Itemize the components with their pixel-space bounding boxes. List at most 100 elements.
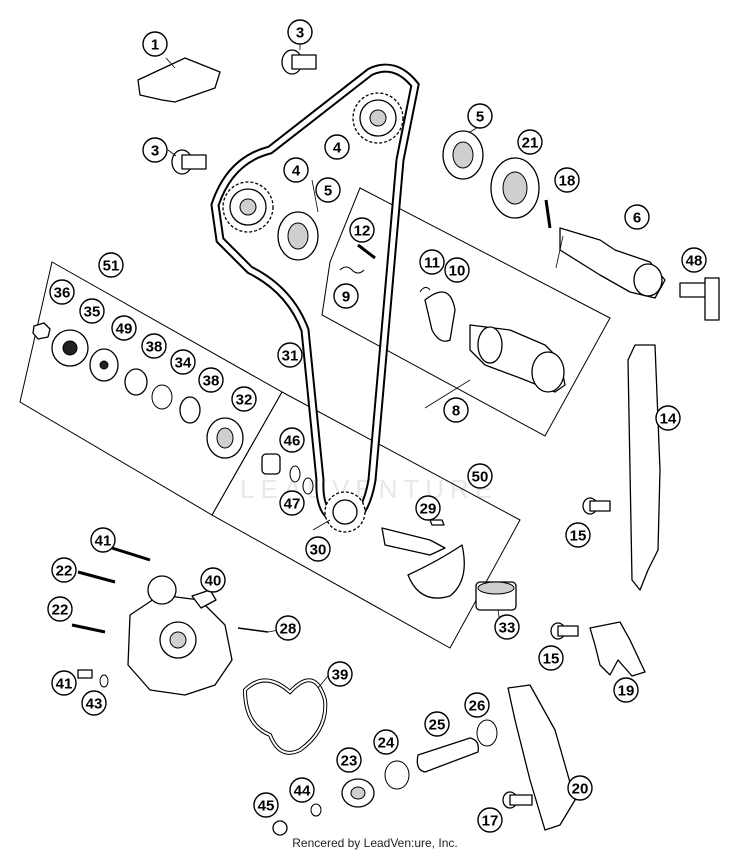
callout-circle <box>443 397 469 423</box>
callout-number: 38 <box>146 339 163 356</box>
callout-32: 32 <box>231 386 257 412</box>
callout-circle <box>424 711 450 737</box>
pin-12 <box>357 243 376 260</box>
callout-number: 6 <box>633 210 641 227</box>
callout-number: 40 <box>205 573 222 590</box>
callout-number: 34 <box>175 355 192 372</box>
callout-41: 41 <box>90 527 116 553</box>
gasket-39-inner <box>243 679 327 754</box>
bolt-17 <box>502 791 533 809</box>
callout-5: 5 <box>315 177 341 203</box>
callout-number: 51 <box>103 258 120 275</box>
callout-4: 4 <box>324 134 350 160</box>
callout-number: 17 <box>482 813 499 830</box>
callout-number: 32 <box>236 392 253 409</box>
crank-gear-50 <box>381 527 465 599</box>
callout-circle <box>279 490 305 516</box>
callout-number: 35 <box>84 304 101 321</box>
callout-circle <box>98 252 124 278</box>
callout-circle <box>277 342 303 368</box>
chain-guide-14 <box>627 344 661 591</box>
callout-number: 30 <box>310 542 327 559</box>
callout-number: 23 <box>341 753 358 770</box>
callout-9: 9 <box>333 283 359 309</box>
callout-39: 39 <box>327 661 353 687</box>
callout-circle <box>624 204 650 230</box>
callout-number: 9 <box>342 289 350 306</box>
callout-circle <box>349 217 375 243</box>
callout-44: 44 <box>289 777 315 803</box>
callout-number: 21 <box>522 135 539 152</box>
bolt-3-upper <box>281 49 317 75</box>
spring-9 <box>339 266 365 274</box>
callout-number: 8 <box>452 403 460 420</box>
callout-8: 8 <box>443 397 469 423</box>
callout-number: 5 <box>476 109 484 126</box>
washer-49 <box>89 348 119 382</box>
tensioner-rail-20 <box>507 684 576 831</box>
callout-circle <box>81 690 107 716</box>
callout-circle <box>467 463 493 489</box>
callout-circle <box>51 670 77 696</box>
callout-40: 40 <box>200 567 226 593</box>
camshaft-8-end <box>477 326 503 364</box>
footer-credit: Rencered by LeadVen:ure, Inc. <box>292 836 458 850</box>
callout-17: 17 <box>477 807 503 833</box>
callout-number: 19 <box>618 683 635 700</box>
callout-26: 26 <box>464 692 490 718</box>
callout-number: 39 <box>332 667 349 684</box>
callout-number: 47 <box>284 496 301 513</box>
bolt-22-upper <box>77 570 116 584</box>
callout-circle <box>275 615 301 641</box>
callout-31: 31 <box>277 342 303 368</box>
callout-number: 38 <box>203 373 220 390</box>
crankshaft-sprocket <box>324 491 366 533</box>
callout-28: 28 <box>275 615 301 641</box>
callout-12: 12 <box>349 217 375 243</box>
lever-10 <box>424 291 456 342</box>
ring-34 <box>151 384 173 410</box>
group-frame-8 <box>321 187 611 437</box>
bracket-1 <box>137 57 221 103</box>
callout-number: 36 <box>54 285 71 302</box>
bearing-5-upper <box>442 130 484 180</box>
callout-1: 1 <box>142 31 168 57</box>
callout-circle <box>681 247 707 273</box>
callout-circle <box>327 661 353 687</box>
callout-30: 30 <box>305 536 331 562</box>
callout-circle <box>198 367 224 393</box>
callout-3: 3 <box>142 137 168 163</box>
callout-circle <box>336 747 362 773</box>
bolt-15-upper <box>582 497 611 515</box>
sensor-48 <box>679 277 720 321</box>
callout-circle <box>47 596 73 622</box>
callout-48: 48 <box>681 247 707 273</box>
tensioner-25 <box>416 737 479 773</box>
callout-number: 4 <box>333 140 342 157</box>
callout-circle <box>289 777 315 803</box>
callout-circle <box>283 157 309 183</box>
callout-21: 21 <box>517 129 543 155</box>
callout-51: 51 <box>98 252 124 278</box>
callout-number: 5 <box>324 183 332 200</box>
water-pump-impeller-35 <box>51 329 89 367</box>
bolt-15-lower <box>550 622 579 640</box>
leader-lines <box>109 44 564 689</box>
nut-36 <box>32 322 51 340</box>
callout-23: 23 <box>336 747 362 773</box>
callout-number: 28 <box>280 621 297 638</box>
callout-circle <box>111 315 137 341</box>
callout-circle <box>49 279 75 305</box>
callout-circle <box>613 677 639 703</box>
callout-circle <box>517 129 543 155</box>
seal-38-right <box>179 396 201 424</box>
callout-circle <box>444 257 470 283</box>
callout-18: 18 <box>554 167 580 193</box>
callout-22: 22 <box>47 596 73 622</box>
callout-number: 4 <box>292 163 301 180</box>
callout-number: 3 <box>151 143 159 160</box>
camshaft-sprocket-left <box>222 181 274 233</box>
o-ring-26 <box>476 719 498 747</box>
callout-number: 14 <box>660 411 677 428</box>
callout-circle <box>554 167 580 193</box>
